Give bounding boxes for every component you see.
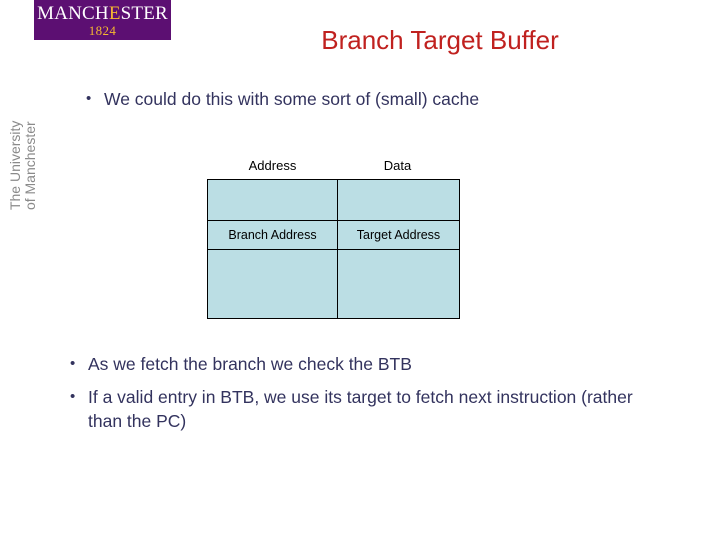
table-row [207, 249, 460, 319]
logo-wordmark-highlight: E [108, 2, 121, 24]
bullet-text-valid: If a valid entry in BTB, we use its targ… [88, 387, 633, 431]
university-logo: MANCHESTER 1824 [34, 0, 171, 40]
table-row: Branch Address Target Address [207, 220, 460, 250]
bullet-item-fetch: • As we fetch the branch we check the BT… [70, 353, 670, 377]
bullet-dot-icon: • [86, 90, 92, 107]
table-body: Branch Address Target Address [207, 179, 460, 319]
table-row [207, 179, 460, 221]
table-cell-empty-bottom-right [337, 249, 460, 319]
table-cell-empty-top-right [337, 179, 460, 221]
bullet-dot-icon: • [70, 355, 76, 372]
logo-wordmark: MANCHESTER [37, 4, 168, 23]
table-column-headers: Address Data [207, 158, 457, 173]
logo-year: 1824 [88, 22, 117, 38]
btb-cache-table: Branch Address Target Address [207, 179, 460, 319]
university-vertical-text: The University of Manchester [6, 120, 38, 211]
bullet-item-intro: • We could do this with some sort of (sm… [86, 88, 656, 112]
table-cell-branch-address: Branch Address [207, 220, 338, 250]
table-cell-target-address: Target Address [337, 220, 460, 250]
column-header-data: Data [383, 158, 412, 173]
table-cell-empty-top-left [207, 179, 338, 221]
bullet-text-fetch: As we fetch the branch we check the BTB [88, 354, 412, 374]
bullet-text-intro: We could do this with some sort of (smal… [104, 89, 480, 109]
bullet-dot-icon: • [70, 388, 76, 405]
bullet-item-valid: • If a valid entry in BTB, we use its ta… [70, 386, 650, 433]
logo-wordmark-post: STER [120, 2, 168, 24]
page-title: Branch Target Buffer [321, 25, 559, 55]
table-cell-empty-bottom-left [207, 249, 338, 319]
column-header-address: Address [248, 158, 297, 173]
logo-wordmark-pre: MANCH [37, 2, 109, 24]
